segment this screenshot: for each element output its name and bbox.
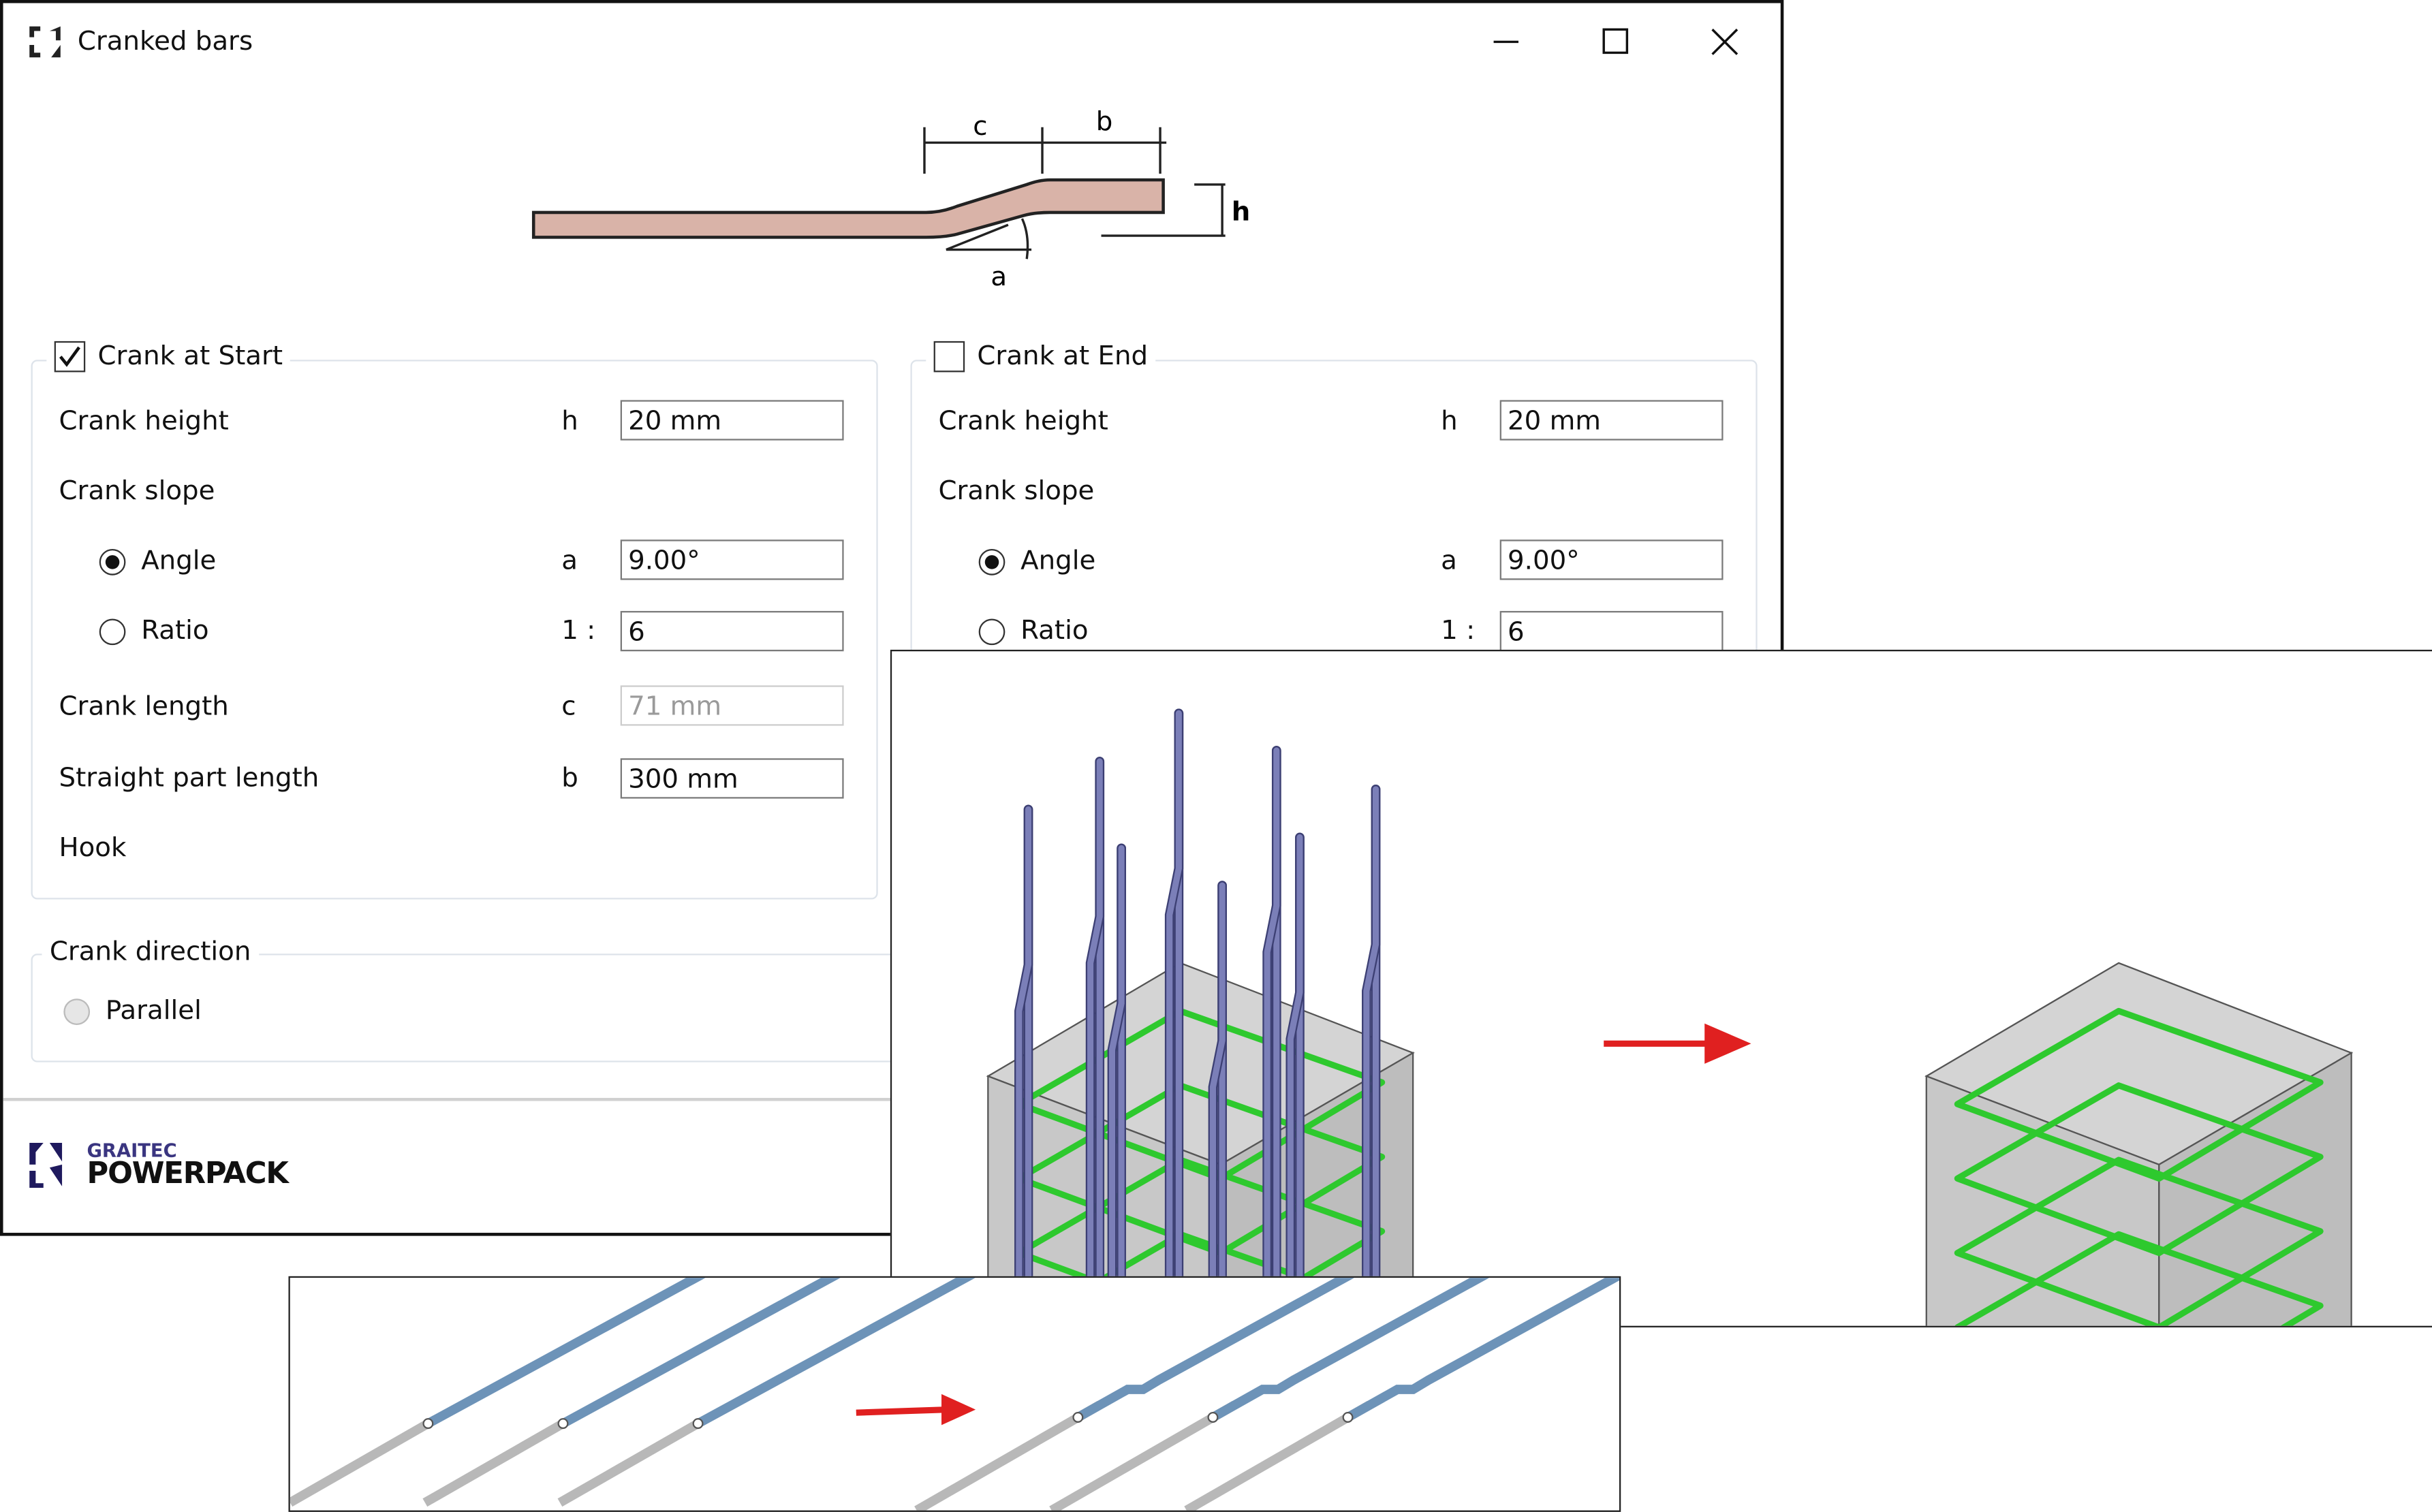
dim-label-c: c (973, 111, 987, 142)
blue-rebar (426, 1278, 706, 1428)
gray-rebar (914, 1400, 1102, 1511)
red-arrow-icon (1704, 1023, 1751, 1064)
vertical-rebar (1209, 882, 1226, 1326)
start-straight-length-input[interactable]: 300 mm (620, 758, 844, 799)
end-ratio-radio[interactable] (978, 618, 1005, 646)
end-crank-height-label: Crank height (938, 406, 1108, 438)
bars-3d-svg (290, 1278, 1619, 1511)
gray-rebar (557, 1419, 700, 1507)
gray-rebar (422, 1419, 565, 1507)
start-crank-slope-label: Crank slope (59, 475, 215, 507)
start-c-symbol: c (561, 691, 576, 723)
end-crank-slope-label: Crank slope (938, 475, 1095, 507)
bar-end-marker (557, 1418, 569, 1430)
end-angle-input[interactable]: 9.00° (1499, 539, 1724, 580)
maximize-button[interactable] (1591, 18, 1638, 65)
start-angle-label: Angle (141, 546, 217, 577)
graitec-logo-icon (29, 1143, 63, 1188)
crank-at-end-legend: Crank at End (926, 341, 1156, 373)
end-h-symbol: h (1441, 406, 1458, 438)
arrow-shaft (856, 1406, 950, 1416)
logo-product: POWERPACK (87, 1156, 289, 1191)
bar-end-marker (692, 1418, 704, 1430)
stirrup (1954, 1156, 2324, 1326)
minimize-button[interactable] (1483, 18, 1529, 65)
window-title: Cranked bars (77, 26, 253, 58)
graitec-powerpack-logo: GRAITEC POWERPACK (28, 1139, 289, 1191)
vertical-rebar (1287, 834, 1303, 1326)
vertical-rebar (1016, 806, 1032, 1326)
bar-end-marker (1207, 1412, 1219, 1423)
vertical-rebar (1363, 786, 1379, 1326)
column-before-after-illustration (890, 649, 2432, 1327)
start-crank-length-label: Crank length (59, 691, 229, 723)
vertical-rebar (1087, 758, 1103, 1326)
gray-rebar (1049, 1400, 1237, 1511)
close-button[interactable] (1702, 18, 1748, 65)
blue-rebar (561, 1278, 841, 1428)
start-a-symbol: a (561, 546, 578, 577)
red-arrow-icon (941, 1393, 976, 1426)
crank-at-end-checkbox[interactable] (933, 341, 965, 373)
crank-at-start-checkbox[interactable] (54, 341, 86, 373)
stirrup (1954, 1007, 2324, 1182)
cranked-blue-rebar (1345, 1278, 1619, 1421)
bar-end-marker (1072, 1412, 1084, 1423)
start-angle-input[interactable]: 9.00° (620, 539, 844, 580)
cranked-blue-rebar (1076, 1278, 1355, 1421)
stirrup (1016, 1007, 1386, 1182)
parallel-radio[interactable] (63, 998, 91, 1025)
column-3d-svg (986, 708, 2354, 1326)
parallel-label: Parallel (105, 995, 202, 1027)
start-b-symbol: b (561, 763, 578, 794)
stirrup (1016, 1082, 1386, 1257)
gray-rebar (1184, 1400, 1372, 1511)
dim-label-a: a (991, 262, 1007, 292)
logo-brand: GRAITEC (87, 1139, 177, 1161)
crank-diagram: c b h a (531, 106, 1251, 292)
start-hook-label: Hook (59, 832, 127, 864)
end-a-symbol: a (1441, 546, 1457, 577)
start-ratio-radio[interactable] (99, 618, 126, 646)
vertical-rebar (1108, 845, 1125, 1326)
crank-at-start-label: Crank at Start (97, 341, 283, 373)
crank-direction-legend: Crank direction (42, 936, 259, 968)
cranked-blue-rebar (1211, 1278, 1490, 1421)
stirrup (1954, 1082, 2324, 1257)
end-ratio-input[interactable]: 6 (1499, 611, 1724, 652)
start-crank-height-input[interactable]: 20 mm (620, 400, 844, 441)
start-crank-height-label: Crank height (59, 406, 229, 438)
end-ratio-symbol: 1 : (1441, 615, 1476, 647)
start-h-symbol: h (561, 406, 578, 438)
end-angle-label: Angle (1020, 546, 1096, 577)
dim-label-h: h (1232, 196, 1251, 227)
concrete-side (2158, 1051, 2352, 1326)
bar-end-marker (422, 1418, 434, 1430)
blue-rebar (696, 1278, 976, 1428)
start-ratio-label: Ratio (141, 615, 209, 647)
crank-at-end-label: Crank at End (977, 341, 1149, 373)
dim-label-b: b (1096, 106, 1113, 137)
bar-end-marker (1342, 1412, 1354, 1423)
end-crank-height-input[interactable]: 20 mm (1499, 400, 1724, 441)
start-straight-length-label: Straight part length (59, 763, 319, 794)
graitec-app-icon (29, 26, 61, 58)
gray-rebar (290, 1419, 431, 1507)
start-ratio-input[interactable]: 6 (620, 611, 844, 652)
stirrup (1954, 1231, 2324, 1326)
end-angle-radio[interactable] (978, 548, 1005, 576)
crank-at-start-legend: Crank at Start (46, 341, 291, 373)
bars-before-after-illustration (288, 1276, 1621, 1512)
start-ratio-symbol: 1 : (561, 615, 596, 647)
checkmark-icon (59, 346, 80, 367)
start-angle-radio[interactable] (99, 548, 126, 576)
vertical-rebar (1264, 747, 1280, 1326)
start-crank-length-input: 71 mm (620, 685, 844, 726)
end-ratio-label: Ratio (1020, 615, 1089, 647)
vertical-rebar (1166, 710, 1182, 1326)
crank-at-start-group (31, 360, 878, 900)
